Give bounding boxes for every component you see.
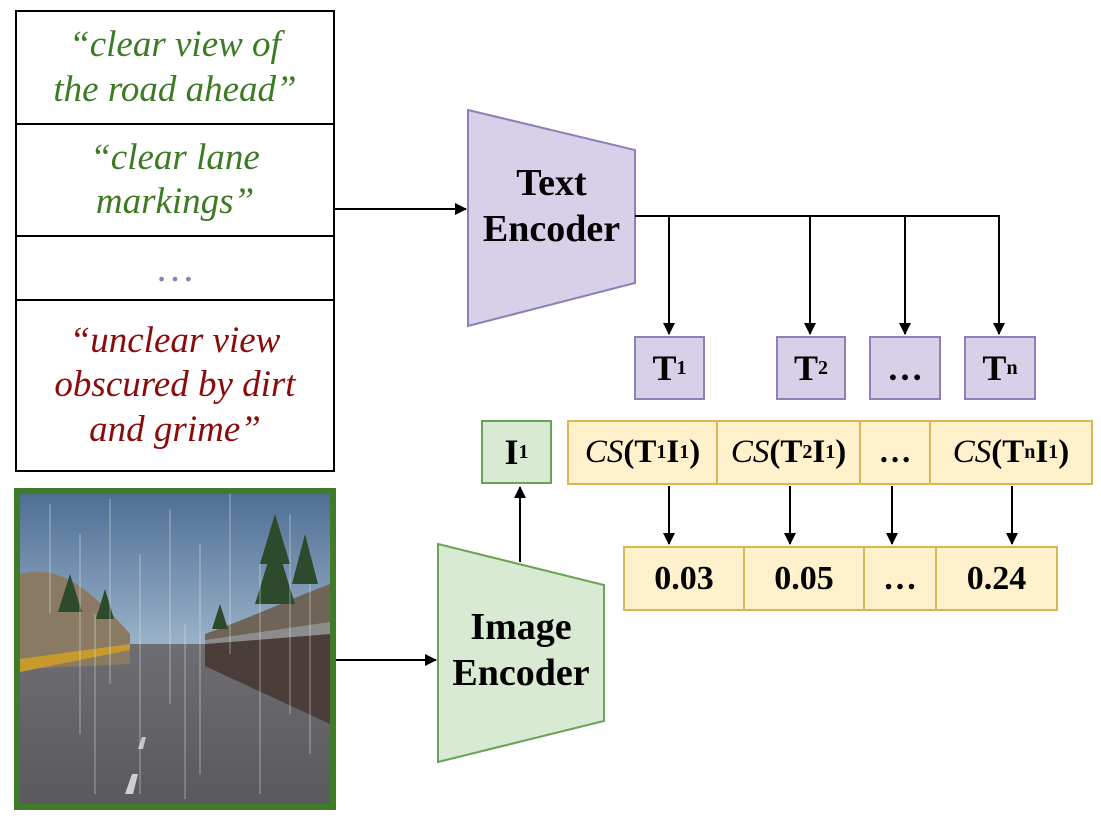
encoder-label-line: Encoder [482, 208, 621, 251]
prompt-line: “clear lane [90, 136, 260, 178]
prompt-line: obscured by dirt [54, 364, 296, 406]
prompt-line: markings” [95, 181, 255, 222]
score-cell: … [865, 548, 937, 609]
score-row: 0.03 0.05 … 0.24 [623, 546, 1058, 611]
divider [17, 123, 333, 125]
prompt-line: “clear view of [69, 24, 281, 66]
image-encoder-label: Image Encoder [438, 604, 604, 697]
prompt-ellipsis: … [17, 237, 333, 299]
text-token-ellipsis: … [869, 336, 941, 400]
score-cell: 0.03 [625, 548, 745, 609]
prompt-line: … [155, 245, 195, 290]
text-encoder-label: Text Encoder [468, 160, 635, 253]
score-cell: 0.05 [745, 548, 865, 609]
cs-cell-ellipsis: … [861, 422, 931, 483]
road-camera-image [14, 488, 336, 810]
encoder-label-line: Text [516, 162, 587, 204]
encoder-label-line: Image [470, 606, 572, 648]
text-encoder-shape [467, 108, 636, 328]
encoder-label-line: Encoder [452, 652, 590, 695]
image-encoder-shape [437, 542, 605, 764]
prompt-line: the road ahead” [53, 68, 297, 110]
divider [17, 235, 333, 237]
score-cell: 0.24 [966, 559, 1027, 597]
prompt-line: and grime” [89, 408, 261, 450]
divider [17, 299, 333, 301]
prompt-line: “unclear view [69, 319, 281, 361]
road-scene-illustration [20, 494, 330, 804]
